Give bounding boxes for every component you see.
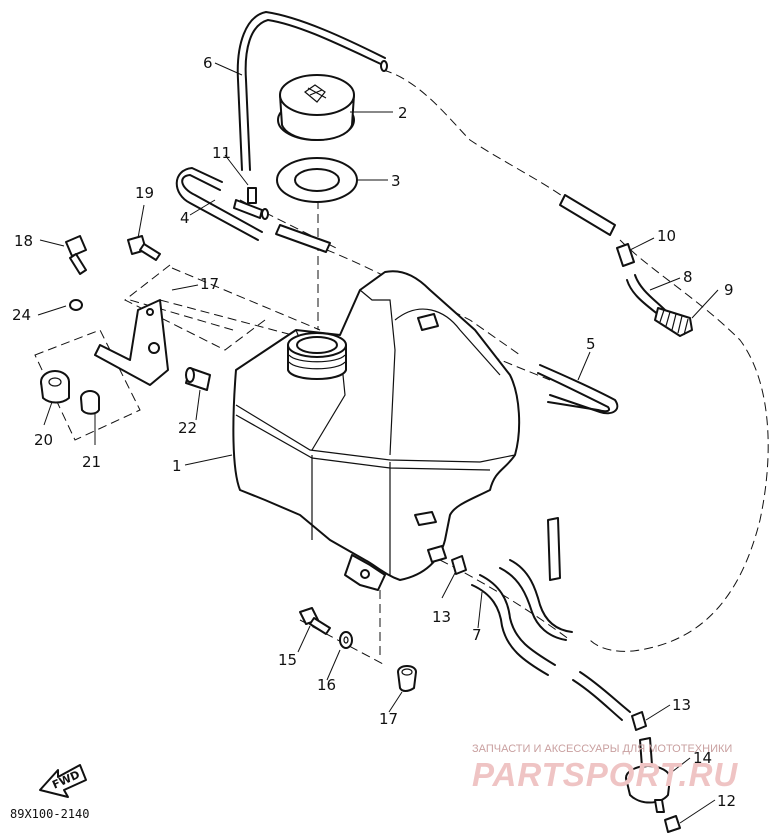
- part-17-grommet: [397, 665, 417, 692]
- part-22-collar: [80, 390, 100, 415]
- fwd-arrow-icon: FWD: [39, 764, 87, 798]
- part-5-hose: [537, 364, 619, 415]
- label-part-11: 11: [212, 144, 231, 162]
- label-part-7: 7: [472, 626, 482, 644]
- part-20-bolt: [127, 235, 161, 261]
- label-part-2: 2: [398, 104, 408, 122]
- label-part-17: 17: [379, 710, 398, 728]
- label-part-6: 6: [203, 54, 213, 72]
- part-3-gasket: [276, 157, 358, 203]
- label-part-8: 8: [683, 268, 693, 286]
- watermark-site: PARTSPORT.RU: [472, 756, 738, 793]
- part-10-joint: [616, 243, 635, 267]
- label-part-10: 10: [657, 227, 676, 245]
- part-6-vent-hose: [236, 11, 388, 171]
- part-16-washer: [339, 631, 353, 649]
- part-1-outlets: [414, 313, 447, 563]
- part-4-hose: [175, 167, 331, 253]
- label-part-13-a: 13: [432, 608, 451, 626]
- label-part-21: 20: [34, 431, 53, 449]
- part-11-joint: [233, 187, 269, 220]
- label-part-15: 15: [278, 651, 297, 669]
- part-1-reservoir-tank: [232, 270, 521, 591]
- label-part-23: 22: [178, 419, 197, 437]
- label-part-24: 24: [12, 306, 31, 324]
- part-15-bolt: [299, 607, 331, 635]
- part-2-tank-cap: [277, 74, 355, 141]
- leader-lines: [37, 62, 719, 824]
- part-7-hose: [471, 517, 631, 721]
- part-14-fuel-filter: [625, 737, 671, 813]
- label-part-18: 17: [200, 275, 219, 293]
- label-part-4: 4: [180, 209, 190, 227]
- label-part-12: 12: [717, 792, 736, 810]
- label-part-5: 5: [586, 335, 596, 353]
- label-part-3: 3: [391, 172, 401, 190]
- part-19-bolt: [65, 235, 87, 275]
- part-12-clip: [664, 815, 681, 833]
- part-8-hose: [559, 194, 666, 317]
- label-part-1: 1: [172, 457, 182, 475]
- label-part-19: 18: [14, 232, 33, 250]
- label-part-14: 14: [693, 749, 712, 767]
- part-13-clip-a: [451, 555, 467, 575]
- part-9-filter: [654, 307, 693, 337]
- label-part-9: 9: [724, 281, 734, 299]
- label-part-22: 21: [82, 453, 101, 471]
- label-part-16: 16: [317, 676, 336, 694]
- watermark-tagline: ЗАПЧАСТИ И АКСЕССУАРЫ ДЛЯ МОТОТЕХНИКИ: [472, 743, 732, 755]
- drawing-code: 89X100-2140: [10, 807, 89, 821]
- label-part-20: 19: [135, 184, 154, 202]
- watermark: ЗАПЧАСТИ И АКСЕССУАРЫ ДЛЯ МОТОТЕХНИКИ PA…: [472, 743, 738, 793]
- part-21-damper: [40, 370, 70, 404]
- part-13-clip-b: [631, 711, 647, 731]
- part-number-labels: 2 3 6 11 4 19 18 17 24 20 21 22 1 5 10 8…: [12, 54, 736, 810]
- part-1-filler-neck: [287, 332, 347, 380]
- label-part-13-b: 13: [672, 696, 691, 714]
- part-24-nut: [69, 299, 83, 311]
- part-18-bracket: [94, 299, 169, 386]
- part-23-bolt: [185, 367, 211, 391]
